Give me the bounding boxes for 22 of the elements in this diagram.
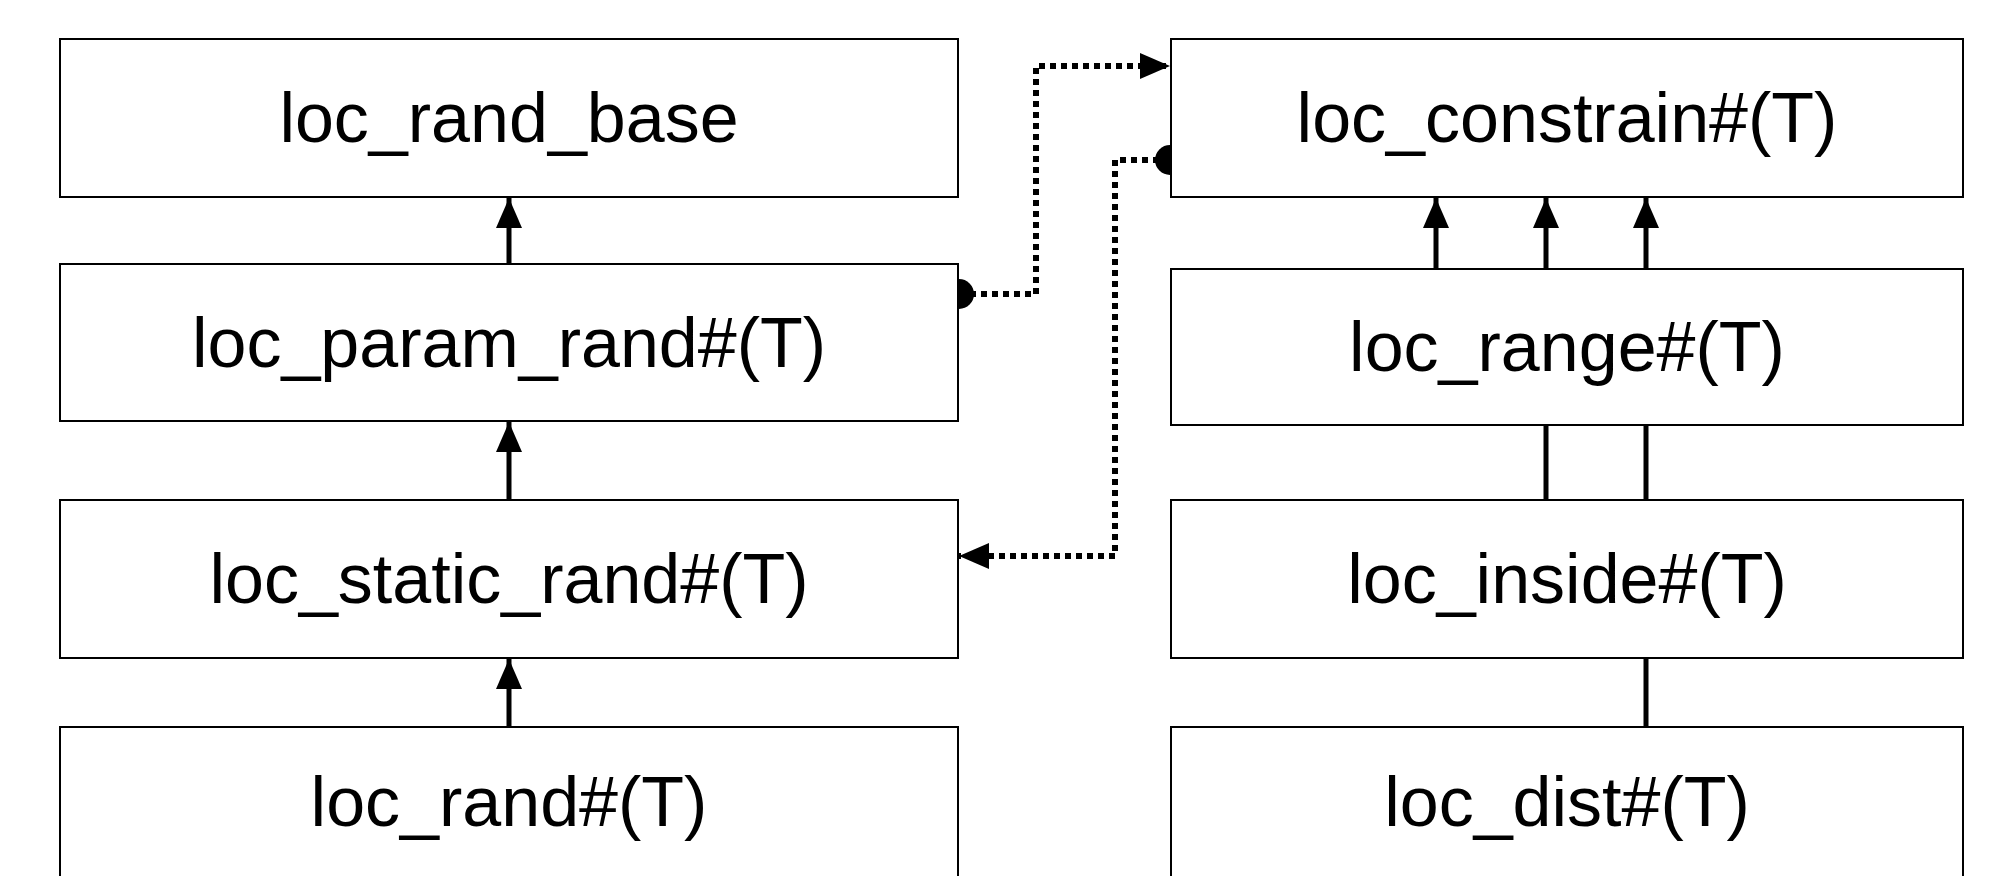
class-box: [59, 38, 959, 198]
class-name: loc_param_rand#(T): [191, 302, 827, 383]
class-name: loc_range#(T): [1349, 307, 1785, 387]
inheritance-arrow: [1423, 198, 1449, 268]
class-name: loc_constrain#(T): [1296, 78, 1838, 158]
class-name: loc_dist#(T): [1384, 762, 1750, 842]
class-box: [59, 499, 959, 659]
inheritance-arrow: [496, 659, 522, 726]
inheritance-arrow: [496, 198, 522, 263]
class-name: loc_inside#(T): [1347, 539, 1787, 619]
class-box: [1170, 268, 1964, 426]
class-name: loc_rand_base: [279, 78, 739, 158]
class-box: [1170, 38, 1964, 198]
inheritance-arrow: [1633, 198, 1659, 268]
inheritance-arrow: [1533, 198, 1559, 268]
class-box: [1170, 726, 1964, 876]
class-box: [59, 726, 959, 876]
class-name: loc_rand#(T): [310, 762, 708, 842]
class-box: [1170, 499, 1964, 659]
class-box: [59, 263, 959, 422]
class-name: loc_static_rand#(T): [209, 539, 809, 619]
inheritance-arrow: [496, 422, 522, 499]
